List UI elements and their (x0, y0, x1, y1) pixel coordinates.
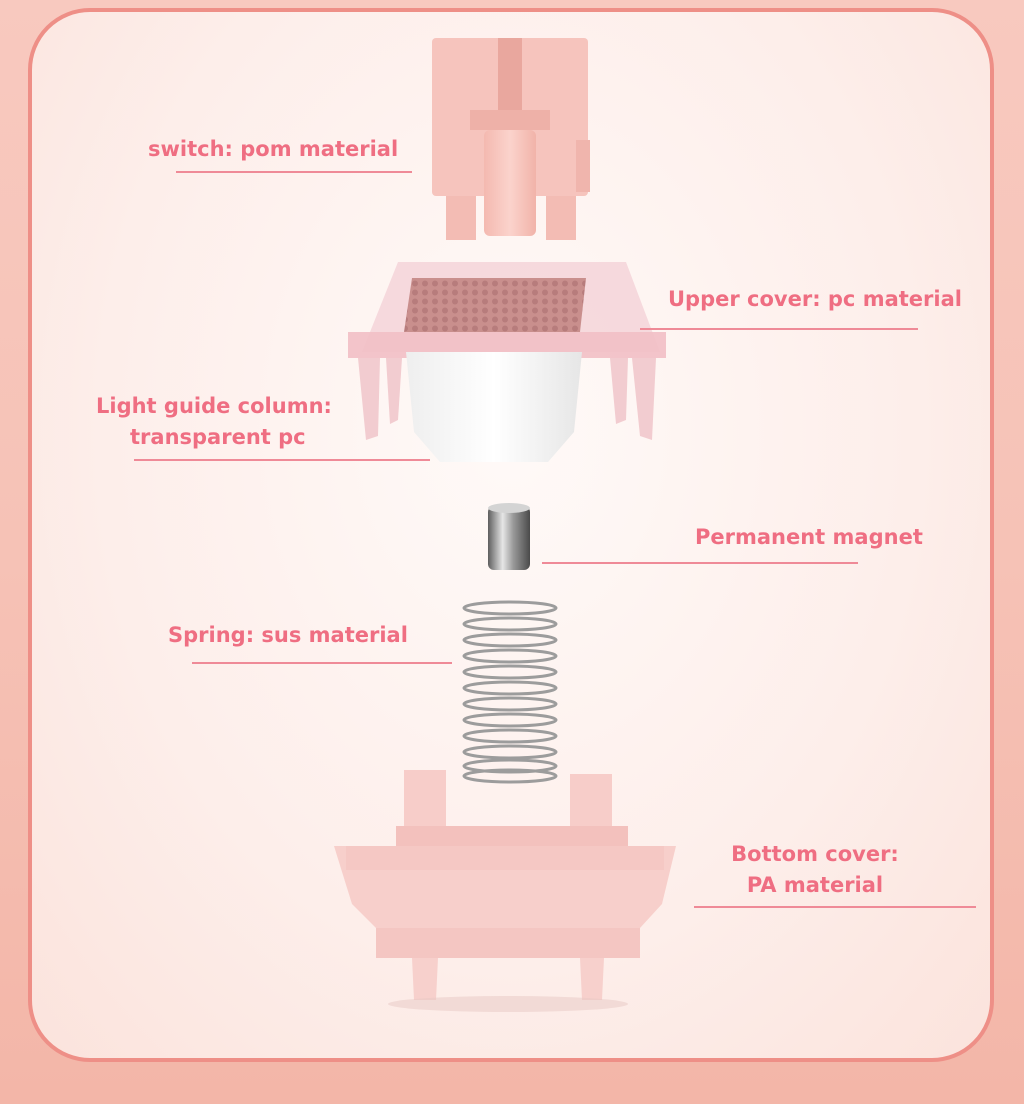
light-guide-label-line2: transparent pc (130, 425, 306, 449)
stem-part (432, 38, 590, 240)
magnet-leader-line (542, 562, 858, 564)
switch-label: switch: pom material (148, 137, 399, 161)
bottom-cover-part (334, 770, 676, 1012)
spring-label: Spring: sus material (168, 623, 408, 647)
light-guide-label-line1: Light guide column: (96, 394, 332, 418)
light-guide-leader-line (134, 459, 430, 461)
upper-cover-label: Upper cover: pc material (668, 287, 962, 311)
spring-leader-line (192, 662, 452, 664)
spring-part (462, 600, 558, 784)
bottom-cover-label-line1: Bottom cover: (731, 842, 899, 866)
switch-leader-line (176, 171, 412, 173)
light-guide-part (406, 352, 582, 462)
magnet-label: Permanent magnet (695, 525, 923, 549)
magnet-part (488, 503, 530, 570)
upper-cover-leader-line (640, 328, 918, 330)
bottom-cover-leader-line (694, 906, 976, 908)
bottom-cover-label-line2: PA material (746, 873, 884, 897)
upper-cover-part (348, 262, 666, 440)
